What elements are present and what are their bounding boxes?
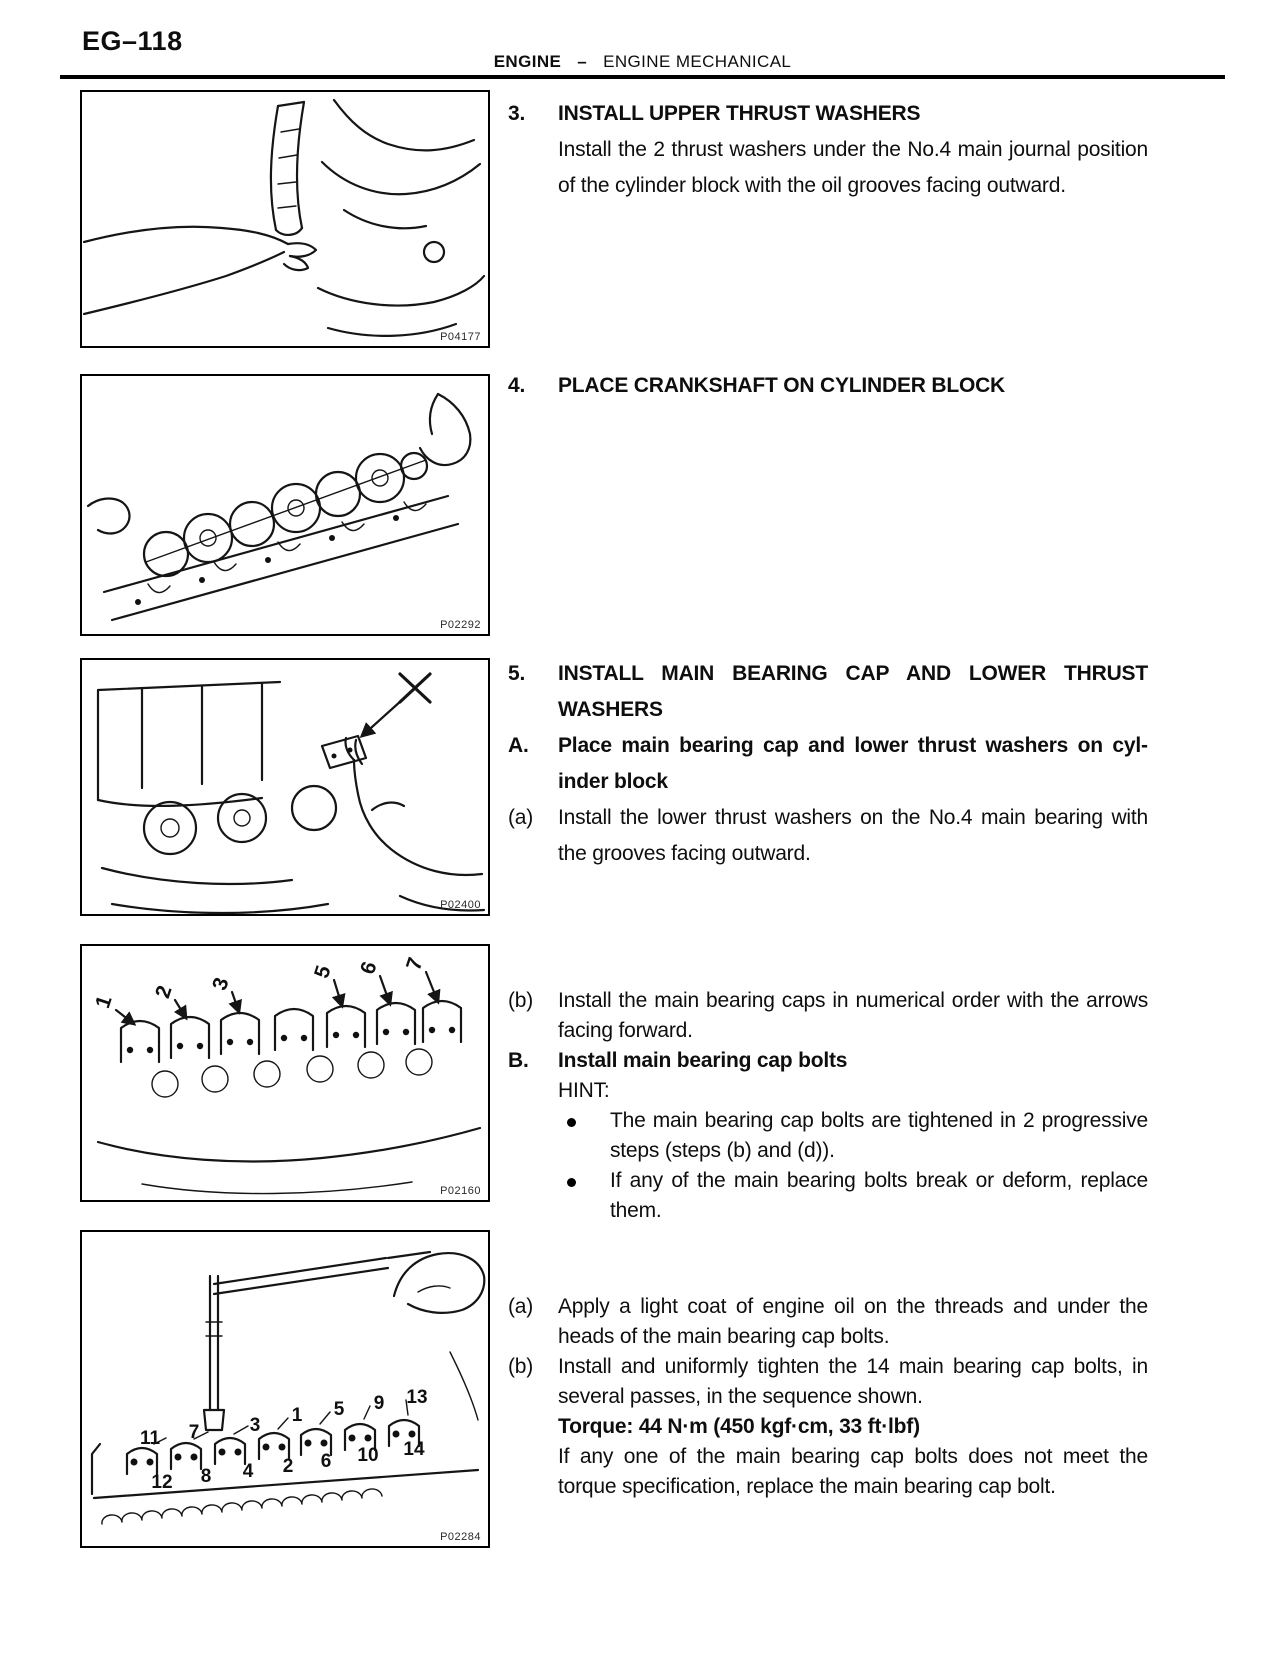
step-3-body: Install the 2 thrust washers under the N… bbox=[558, 138, 1148, 197]
item-label: (b) bbox=[508, 1355, 534, 1378]
header-rule bbox=[60, 75, 1225, 79]
substep-a-title: Place main bearing cap and lower thrust … bbox=[558, 734, 1148, 793]
torque-note: If any one of the main bearing cap bolts… bbox=[558, 1445, 1148, 1498]
figure-code: P02292 bbox=[440, 619, 481, 631]
figure-box-bolt-sequence: 11 7 3 1 5 9 13 12 8 4 2 6 10 14 P02284 bbox=[80, 1230, 490, 1548]
bolt-sequence-number: 7 bbox=[189, 1422, 200, 1443]
bolt-sequence-drawing: 11 7 3 1 5 9 13 12 8 4 2 6 10 14 bbox=[90, 1250, 486, 1525]
bolt-tightening-instructions: (a) Apply a light coat of engine oil on … bbox=[508, 1292, 1148, 1502]
item-label: (a) bbox=[508, 806, 534, 829]
page-header: ENGINE–ENGINE MECHANICAL bbox=[60, 52, 1225, 72]
bolt-sequence-number: 11 bbox=[140, 1428, 161, 1449]
cap-order-drawing: 1 2 3 5 6 7 bbox=[91, 955, 482, 1195]
crankshaft-placement-drawing bbox=[86, 392, 472, 622]
item-a-text: Install the lower thrust washers on the … bbox=[558, 806, 1148, 865]
header-section-title: ENGINE bbox=[493, 52, 562, 71]
cap-number-label: 6 bbox=[356, 959, 381, 977]
step-number: 3. bbox=[508, 102, 526, 125]
bullet-icon bbox=[567, 1118, 576, 1127]
figure-code: P02284 bbox=[440, 1531, 481, 1543]
bolt-sequence-number: 10 bbox=[357, 1445, 378, 1466]
step-number: 4. bbox=[508, 374, 526, 397]
cap-number-label: 5 bbox=[310, 963, 336, 982]
item-b-text: Install the main bearing caps in numeric… bbox=[558, 989, 1148, 1042]
bolt-sequence-number: 6 bbox=[321, 1451, 332, 1472]
bolt-sequence-number: 5 bbox=[334, 1399, 345, 1420]
figure-box-place-crankshaft: P02292 bbox=[80, 374, 490, 636]
substep-b-title: Install main bearing cap bolts bbox=[558, 1049, 848, 1072]
page-number: EG–118 bbox=[82, 26, 183, 56]
step-3-title: INSTALL UPPER THRUST WASHERS bbox=[558, 102, 921, 125]
cap-number-label: 7 bbox=[402, 955, 427, 973]
figure-box-cap-numerical-order: 1 2 3 5 6 7 P02160 bbox=[80, 944, 490, 1202]
item-label: (b) bbox=[508, 989, 534, 1012]
figure-box-install-upper-thrust-washers: P04177 bbox=[80, 90, 490, 348]
bolt-sequence-number: 8 bbox=[201, 1466, 212, 1487]
hint-text: The main bearing cap bolts are tightened… bbox=[610, 1109, 1148, 1162]
bullet-icon bbox=[567, 1178, 576, 1187]
bolt-sequence-number: 9 bbox=[374, 1393, 385, 1414]
bolt-sequence-number: 4 bbox=[243, 1461, 254, 1482]
step-5-title: INSTALL MAIN BEARING CAP AND LOWER THRUS… bbox=[558, 662, 1148, 721]
bolt-sequence-number: 3 bbox=[250, 1415, 261, 1436]
step-4: 4. PLACE CRANKSHAFT ON CYLINDER BLOCK bbox=[508, 368, 1148, 404]
thrust-washer-install-drawing bbox=[82, 98, 486, 337]
cap-number-label: 2 bbox=[151, 983, 176, 1001]
bolt-sequence-number: 13 bbox=[406, 1387, 427, 1408]
figure-code: P02160 bbox=[440, 1185, 481, 1197]
figure-code: P02400 bbox=[440, 899, 481, 911]
step-number: 5. bbox=[508, 662, 526, 685]
hint-item: The main bearing cap bolts are tightened… bbox=[508, 1106, 1148, 1166]
torque-spec: Torque: 44 N·m (450 kgf·cm, 33 ft·lbf) bbox=[558, 1415, 920, 1438]
hint-text: If any of the main bearing bolts break o… bbox=[610, 1169, 1148, 1222]
hint-item: If any of the main bearing bolts break o… bbox=[508, 1166, 1148, 1226]
step-5: 5. INSTALL MAIN BEARING CAP AND LOWER TH… bbox=[508, 656, 1148, 872]
bolt-sequence-number: 2 bbox=[283, 1456, 294, 1477]
header-separator: – bbox=[577, 52, 588, 71]
step-3: 3. INSTALL UPPER THRUST WASHERS Install … bbox=[508, 96, 1148, 204]
figure-box-install-main-bearing-cap: P02400 bbox=[80, 658, 490, 916]
bolt-sequence-number: 14 bbox=[403, 1439, 425, 1460]
bullet-icon-wrap bbox=[558, 1166, 610, 1226]
cap-number-label: 1 bbox=[91, 993, 117, 1012]
substep-letter: A. bbox=[508, 734, 529, 757]
bolt-sequence-number: 1 bbox=[292, 1405, 303, 1426]
header-subsection-title: ENGINE MECHANICAL bbox=[603, 52, 792, 71]
bearing-cap-install-drawing bbox=[96, 672, 486, 914]
item-b2-text: Install and uniformly tighten the 14 mai… bbox=[558, 1355, 1148, 1408]
item-label: (a) bbox=[508, 1295, 534, 1318]
figure-code: P04177 bbox=[440, 331, 481, 343]
bullet-icon-wrap bbox=[558, 1106, 610, 1166]
substep-letter: B. bbox=[508, 1049, 529, 1072]
cap-number-label: 3 bbox=[208, 975, 233, 993]
step-4-title: PLACE CRANKSHAFT ON CYLINDER BLOCK bbox=[558, 374, 1006, 397]
bolt-sequence-number: 12 bbox=[151, 1472, 172, 1493]
item-a2-text: Apply a light coat of engine oil on the … bbox=[558, 1295, 1148, 1348]
hint-label: HINT: bbox=[558, 1079, 610, 1102]
step-5-continued: (b) Install the main bearing caps in num… bbox=[508, 986, 1148, 1226]
